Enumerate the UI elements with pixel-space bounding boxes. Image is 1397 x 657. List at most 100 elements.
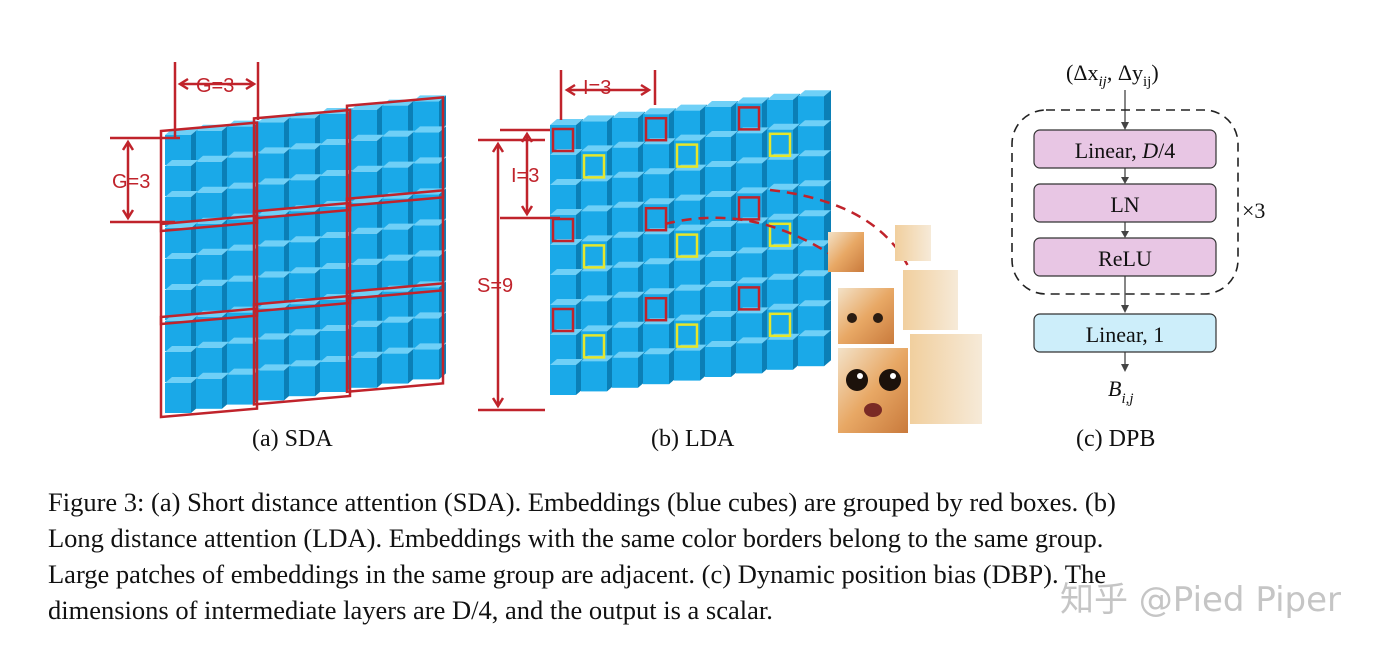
sda-cube bbox=[165, 377, 198, 413]
dpb-arrows bbox=[1121, 90, 1129, 372]
sda-cube bbox=[289, 205, 322, 242]
sda-cube bbox=[413, 126, 446, 163]
caption-line-1: Figure 3: (a) Short distance attention (… bbox=[48, 487, 1116, 517]
sda-cube bbox=[196, 124, 229, 161]
lda-span-label: S=9 bbox=[477, 275, 513, 297]
sda-cube bbox=[351, 103, 384, 140]
lda-red-group-cell bbox=[644, 206, 668, 232]
dpb-output-linear-box bbox=[1033, 313, 1217, 353]
zhihu-watermark: 知乎 @Pied Piper bbox=[1060, 580, 1341, 620]
figure-3: G=3 G=3 (a) SDA I=3 I=3 S=9 (b) LDA bbox=[110, 60, 1265, 452]
lda-sublabel: (b) LDA bbox=[651, 426, 735, 452]
lda-yellow-group-cell bbox=[675, 233, 699, 258]
lda-cube bbox=[798, 330, 831, 367]
sda-cube bbox=[289, 143, 322, 180]
sda-cube bbox=[382, 130, 415, 167]
caption-line-2: Long distance attention (LDA). Embedding… bbox=[48, 523, 1104, 553]
sda-cube bbox=[196, 372, 229, 409]
lda-cube bbox=[705, 341, 738, 377]
sda-cube bbox=[382, 316, 415, 353]
lda-red-group-cell bbox=[551, 307, 575, 333]
sda-cube bbox=[289, 360, 322, 397]
lda-yellow-group-cell bbox=[582, 244, 606, 269]
sda-cube bbox=[258, 147, 291, 184]
dpb-sublabel: (c) DPB bbox=[1076, 426, 1155, 452]
sda-cube bbox=[413, 343, 446, 380]
lda-yellow-group-cell bbox=[582, 334, 606, 359]
lda-red-group-cell bbox=[737, 106, 761, 131]
sda-cube bbox=[351, 351, 384, 388]
sda-cube bbox=[165, 129, 198, 165]
sda-cube bbox=[413, 157, 446, 194]
lda-cube bbox=[643, 348, 676, 385]
caption-line-4: dimensions of intermediate layers are D/… bbox=[48, 595, 773, 625]
caption-line-3: Large patches of embeddings in the same … bbox=[48, 559, 1106, 589]
lda-red-group-cell bbox=[644, 116, 668, 142]
dpb-input-label: (Δxij, Δyij) bbox=[1066, 60, 1159, 90]
sda-cube bbox=[289, 298, 322, 335]
sda-group-label-left: G=3 bbox=[112, 171, 150, 193]
sda-group-boxes bbox=[159, 96, 445, 419]
sda-cube bbox=[351, 227, 384, 264]
lda-cube bbox=[612, 351, 645, 388]
sda-cube bbox=[382, 223, 415, 260]
sda-cube bbox=[196, 341, 229, 378]
sda-cube bbox=[382, 99, 415, 136]
sda-cube bbox=[258, 240, 291, 277]
sda-cube bbox=[382, 285, 415, 322]
sda-cube bbox=[413, 312, 446, 349]
lda-cube bbox=[674, 344, 707, 381]
sda-cube bbox=[382, 347, 415, 384]
sda-cube bbox=[413, 250, 446, 287]
dpb-linear-d4-box bbox=[1033, 129, 1217, 169]
sda-cube bbox=[165, 253, 198, 289]
dpb-repeat-label: ×3 bbox=[1242, 198, 1265, 223]
sda-cube bbox=[351, 320, 384, 357]
sda-cube bbox=[258, 116, 291, 153]
sda-cube bbox=[289, 236, 322, 273]
sda-group-box bbox=[252, 294, 352, 406]
dpb-relu-label: ReLU bbox=[1098, 246, 1152, 271]
sda-cube-grid bbox=[165, 95, 446, 413]
lda-yellow-group-cell bbox=[582, 154, 606, 179]
lda-yellow-group-cell bbox=[675, 143, 699, 168]
lda-yellow-group-cell bbox=[768, 132, 792, 158]
lda-red-group-cell bbox=[551, 217, 575, 243]
lda-yellow-group-cell bbox=[768, 312, 792, 338]
dpb-repeat-block bbox=[1011, 109, 1239, 295]
dpb-output-label: Bi,j bbox=[1108, 376, 1134, 407]
sda-cube bbox=[165, 346, 198, 382]
lda-red-group-cell bbox=[644, 296, 668, 322]
lda-red-group-cell bbox=[737, 196, 761, 221]
sda-cube bbox=[258, 364, 291, 401]
cat-image-patches bbox=[828, 225, 982, 433]
sda-annotations bbox=[110, 62, 260, 224]
dpb-output-linear-label: Linear, 1 bbox=[1086, 322, 1165, 347]
lda-cube bbox=[550, 359, 583, 395]
lda-red-group-cell bbox=[551, 127, 575, 153]
lda-cube bbox=[581, 355, 614, 392]
lda-red-group-cell bbox=[737, 286, 761, 311]
sda-cube bbox=[196, 217, 229, 254]
sda-cube bbox=[196, 248, 229, 285]
lda-yellow-group-cell bbox=[675, 323, 699, 348]
lda-interval-label-left: I=3 bbox=[511, 165, 539, 187]
sda-cube bbox=[289, 112, 322, 149]
dpb-ln-label: LN bbox=[1110, 192, 1139, 217]
sda-sublabel: (a) SDA bbox=[252, 426, 333, 452]
sda-cube bbox=[289, 329, 322, 366]
sda-group-box bbox=[159, 307, 259, 419]
sda-cube bbox=[382, 192, 415, 229]
figure-caption: Figure 3: (a) Short distance attention (… bbox=[48, 484, 1348, 628]
lda-cube bbox=[736, 337, 769, 374]
lda-interval-label-top: I=3 bbox=[583, 77, 611, 99]
sda-group-box bbox=[345, 282, 445, 394]
lda-yellow-group-cell bbox=[768, 222, 792, 248]
sda-cube bbox=[413, 219, 446, 256]
dpb-ln-box bbox=[1033, 183, 1217, 223]
lda-cube bbox=[767, 333, 800, 370]
sda-cube bbox=[165, 160, 198, 196]
sda-cube bbox=[196, 155, 229, 192]
sda-cube bbox=[196, 310, 229, 347]
dpb-linear-d4-label: Linear, D/4 bbox=[1075, 138, 1176, 163]
